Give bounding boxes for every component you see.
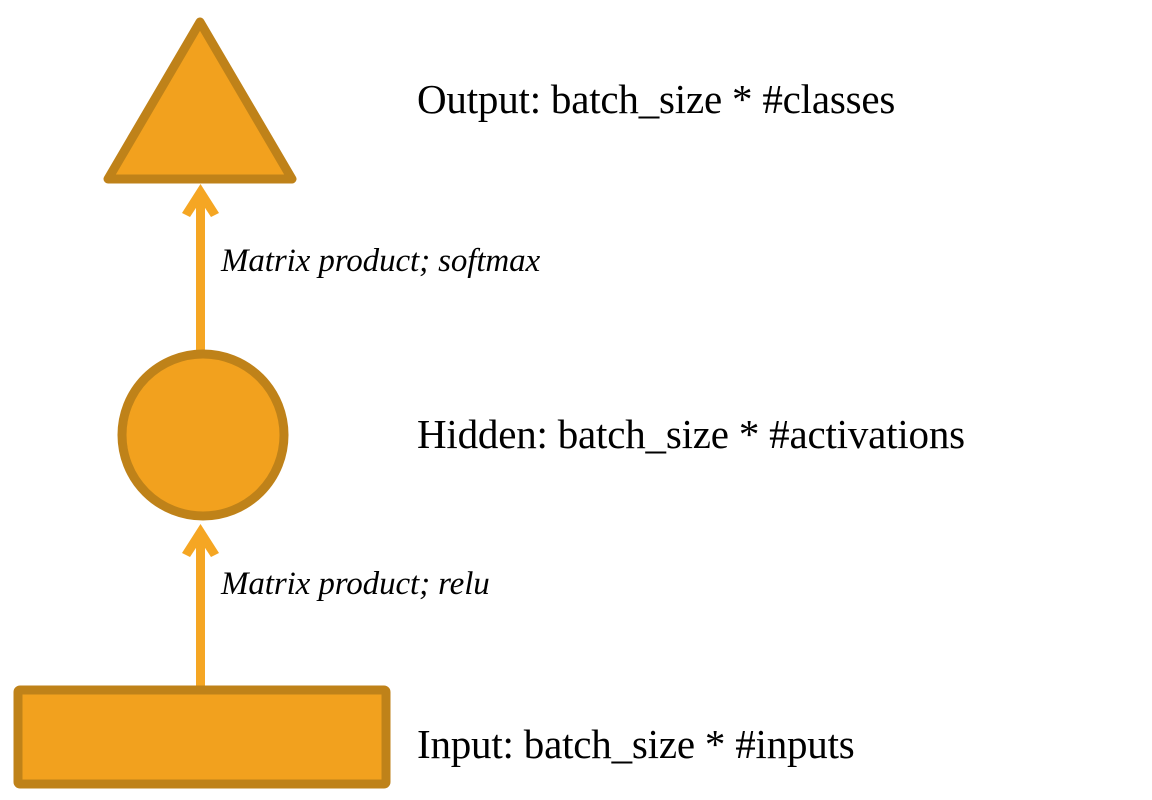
hidden-node-label: Hidden: batch_size * #activations (417, 411, 965, 457)
input-node-label: Input: batch_size * #inputs (417, 721, 855, 767)
edge-input-to-hidden-label: Matrix product; relu (221, 566, 490, 602)
hidden-node-circle[interactable] (117, 349, 289, 521)
output-node-label: Output: batch_size * #classes (417, 76, 896, 122)
edge-input-to-hidden-arrow[interactable] (182, 524, 219, 689)
edge-hidden-to-output-arrow[interactable] (182, 184, 219, 360)
edge-hidden-to-output-label: Matrix product; softmax (221, 243, 541, 279)
output-node-triangle[interactable] (103, 17, 297, 184)
input-node-rectangle[interactable] (13, 685, 391, 789)
